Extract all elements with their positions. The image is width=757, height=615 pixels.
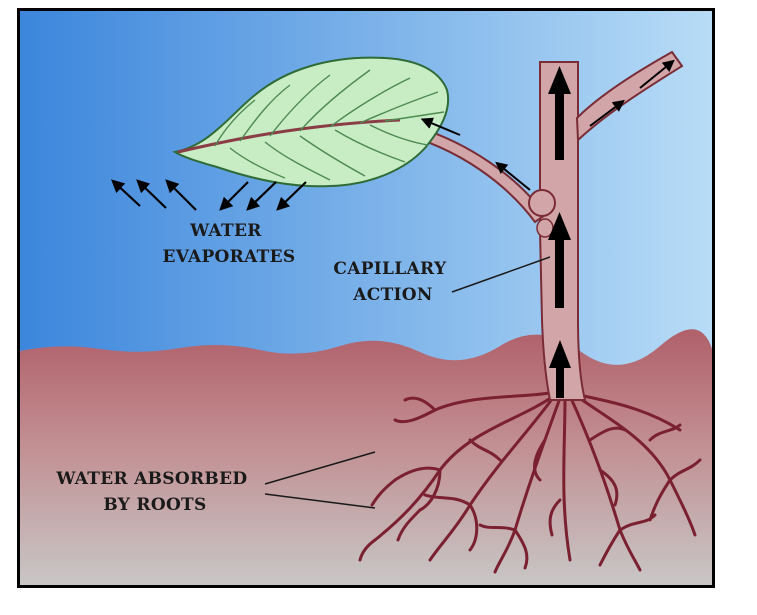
stem-arrow-bottom — [549, 340, 571, 398]
capillary-callout-line — [451, 256, 551, 293]
capillary-label: CAPILLARY ACTION — [333, 259, 452, 305]
branch-arrow-lower — [589, 99, 625, 127]
capillary-label-line1: CAPILLARY — [333, 259, 447, 279]
evaporation-label-line2: EVAPORATES — [163, 247, 296, 267]
stalk-arrow-upper — [420, 117, 461, 136]
roots-callout-line-lower — [264, 493, 376, 509]
absorption-label: WATER ABSORBED BY ROOTS — [55, 469, 253, 515]
evaporation-arrows — [111, 179, 307, 211]
evaporation-label: WATER EVAPORATES — [163, 221, 296, 267]
stalk-arrow-lower — [495, 161, 531, 191]
absorption-label-line2: BY ROOTS — [103, 495, 206, 515]
callout-lines — [264, 256, 551, 509]
node-bump — [528, 189, 556, 217]
capillary-label-line2: ACTION — [352, 285, 432, 305]
absorption-label-line1: WATER ABSORBED — [55, 469, 247, 489]
stem-arrow-top — [548, 66, 571, 160]
leaf — [172, 56, 450, 188]
roots-callout-line-upper — [264, 451, 376, 485]
branch-arrow-upper — [639, 59, 675, 89]
evaporation-label-line1: WATER — [189, 221, 262, 241]
capillary-arrows — [420, 59, 675, 398]
stem-arrow-middle — [548, 212, 571, 308]
